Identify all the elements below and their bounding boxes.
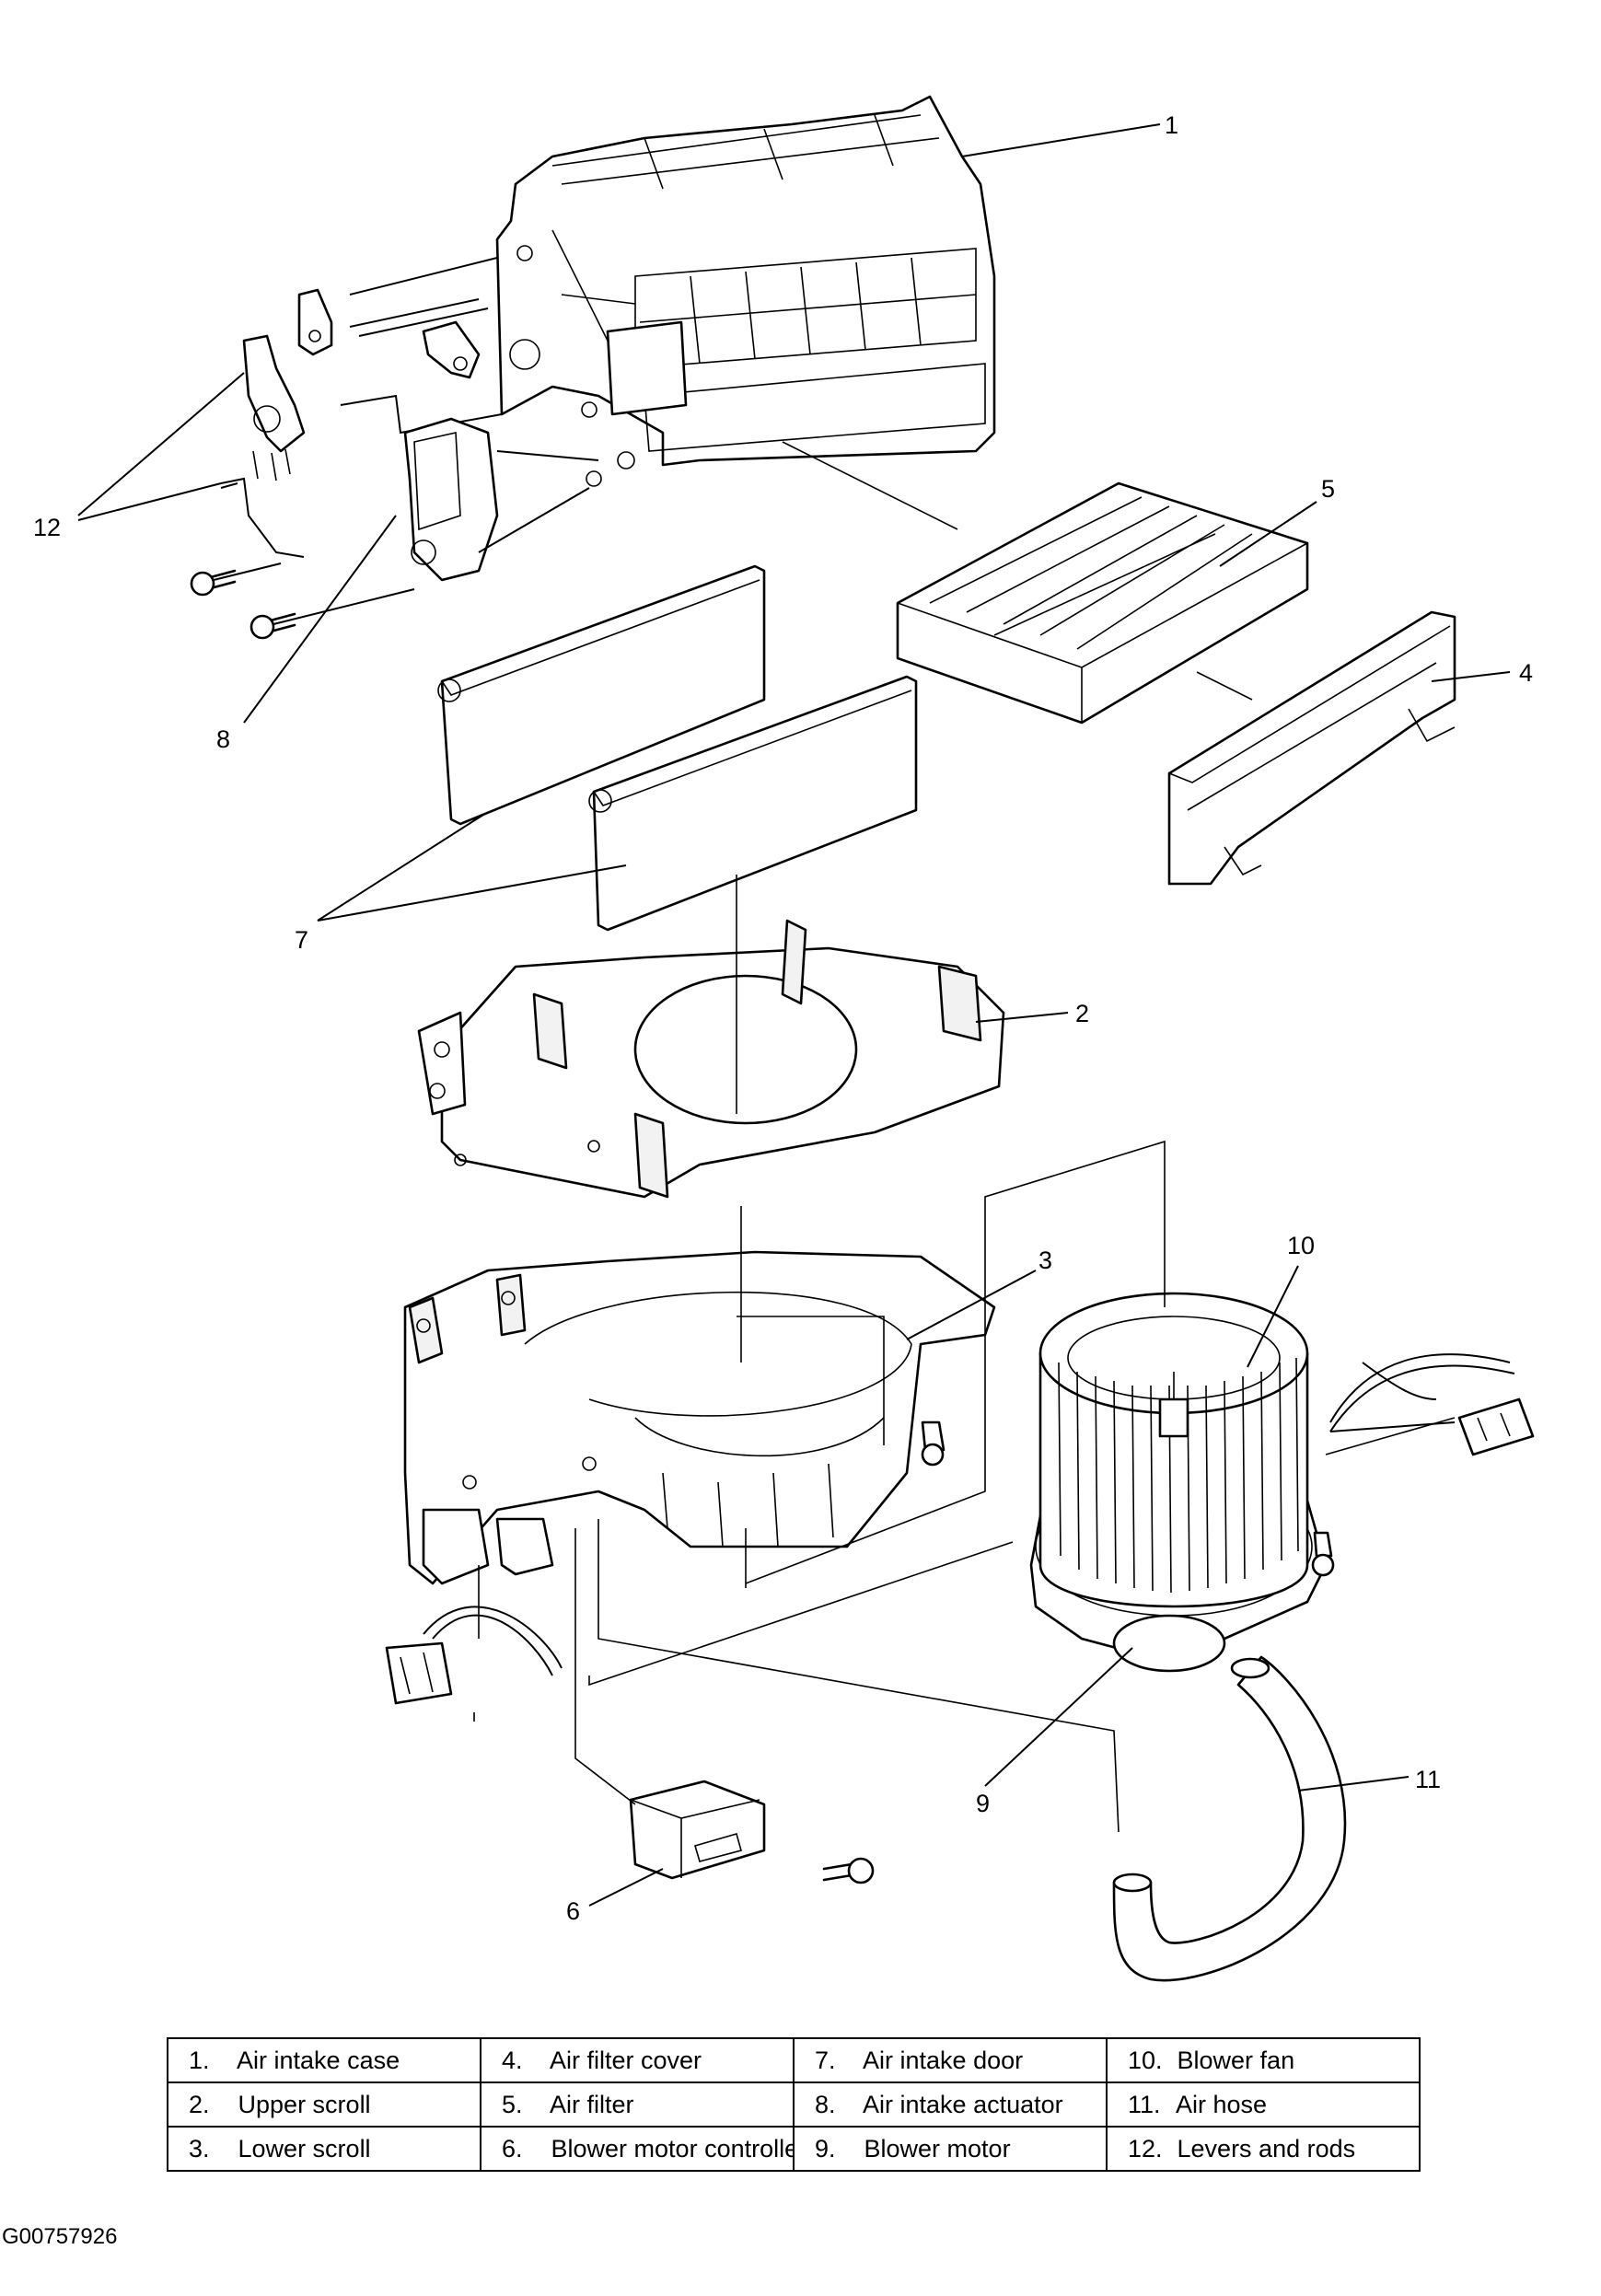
legend-row: 3. Lower scroll 6. Blower motor controll… — [167, 2126, 1421, 2172]
legend-cell: 7. Air intake door — [793, 2037, 1108, 2083]
screw-icon — [1311, 1531, 1335, 1577]
legend-cell: 6. Blower motor controller — [480, 2126, 795, 2172]
assembly-guide-lines — [473, 441, 1456, 1833]
air-intake-door — [437, 564, 766, 826]
callout-4: 4 — [1519, 659, 1533, 687]
air-hose — [1112, 1655, 1347, 1982]
screw-icon — [822, 1857, 875, 1884]
motor-connector — [1329, 1353, 1535, 1456]
legend-cell: 8. Air intake actuator — [793, 2081, 1108, 2128]
blower-motor-controller — [629, 1780, 766, 1880]
legend-cell: 10. Blower fan — [1106, 2037, 1421, 2083]
callout-12: 12 — [33, 514, 61, 541]
callout-11: 11 — [1415, 1766, 1441, 1793]
legend-row: 1. Air intake case 4. Air filter cover 7… — [167, 2037, 1421, 2083]
upper-scroll — [417, 919, 1005, 1199]
figure-code: G00757926 — [2, 2224, 118, 2249]
legend-cell: 3. Lower scroll — [167, 2126, 481, 2172]
callout-5: 5 — [1321, 475, 1335, 503]
air-filter — [896, 481, 1309, 725]
screw-icon — [249, 588, 415, 640]
leader-lines — [77, 123, 1511, 1907]
callout-2: 2 — [1075, 1000, 1089, 1027]
callout-7: 7 — [295, 926, 308, 954]
legend-cell: 5. Air filter — [480, 2081, 795, 2128]
callout-3: 3 — [1038, 1247, 1052, 1274]
legend-cell: 9. Blower motor — [793, 2126, 1108, 2172]
screw-icon — [921, 1421, 946, 1467]
legend-cell: 12. Levers and rods — [1106, 2126, 1421, 2172]
legend-cell: 4. Air filter cover — [480, 2037, 795, 2083]
lower-scroll — [403, 1250, 996, 1585]
callout-6: 6 — [566, 1897, 580, 1925]
callout-labels: 1 2 3 4 5 6 7 8 9 10 11 12 — [33, 111, 1533, 1925]
screw-icon — [190, 562, 282, 597]
air-filter-cover — [1167, 610, 1456, 886]
air-intake-actuator — [403, 417, 599, 582]
legend-cell: 2. Upper scroll — [167, 2081, 481, 2128]
callout-9: 9 — [976, 1790, 990, 1817]
callout-10: 10 — [1287, 1232, 1315, 1259]
harness-connector — [385, 1362, 1456, 1705]
legend-cell: 1. Air intake case — [167, 2037, 481, 2083]
air-intake-case — [495, 95, 996, 487]
parts-legend-table: 1. Air intake case 4. Air filter cover 7… — [167, 2037, 1421, 2172]
legend-row: 2. Upper scroll 5. Air filter 8. Air int… — [167, 2081, 1421, 2128]
air-intake-door — [588, 675, 918, 932]
exploded-view-diagram: 1 2 3 4 5 6 7 8 9 10 11 12 — [33, 95, 1535, 1982]
legend-cell: 11. Air hose — [1106, 2081, 1421, 2128]
blower-fan — [1038, 1292, 1309, 1608]
levers-and-rods — [220, 257, 503, 558]
callout-1: 1 — [1165, 111, 1178, 139]
callout-8: 8 — [216, 725, 230, 753]
